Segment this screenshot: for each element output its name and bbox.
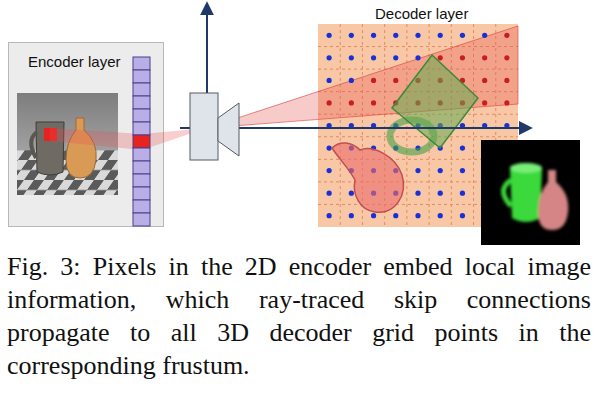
rendered-vase: [538, 170, 568, 230]
decoder-grid: [318, 24, 518, 227]
decoder-layer-box: Decoder layer: [318, 24, 518, 227]
figure-caption: Fig. 3: Pixels in the 2D encoder embed l…: [7, 250, 591, 382]
encoder-layer-box: Encoder layer: [8, 42, 164, 227]
camera-body: [190, 93, 218, 160]
layer-label: Decoder layer: [375, 5, 468, 22]
camera-lens: [218, 103, 239, 156]
axis-arrow: [206, 4, 208, 128]
layer-label: Encoder layer: [28, 53, 121, 70]
